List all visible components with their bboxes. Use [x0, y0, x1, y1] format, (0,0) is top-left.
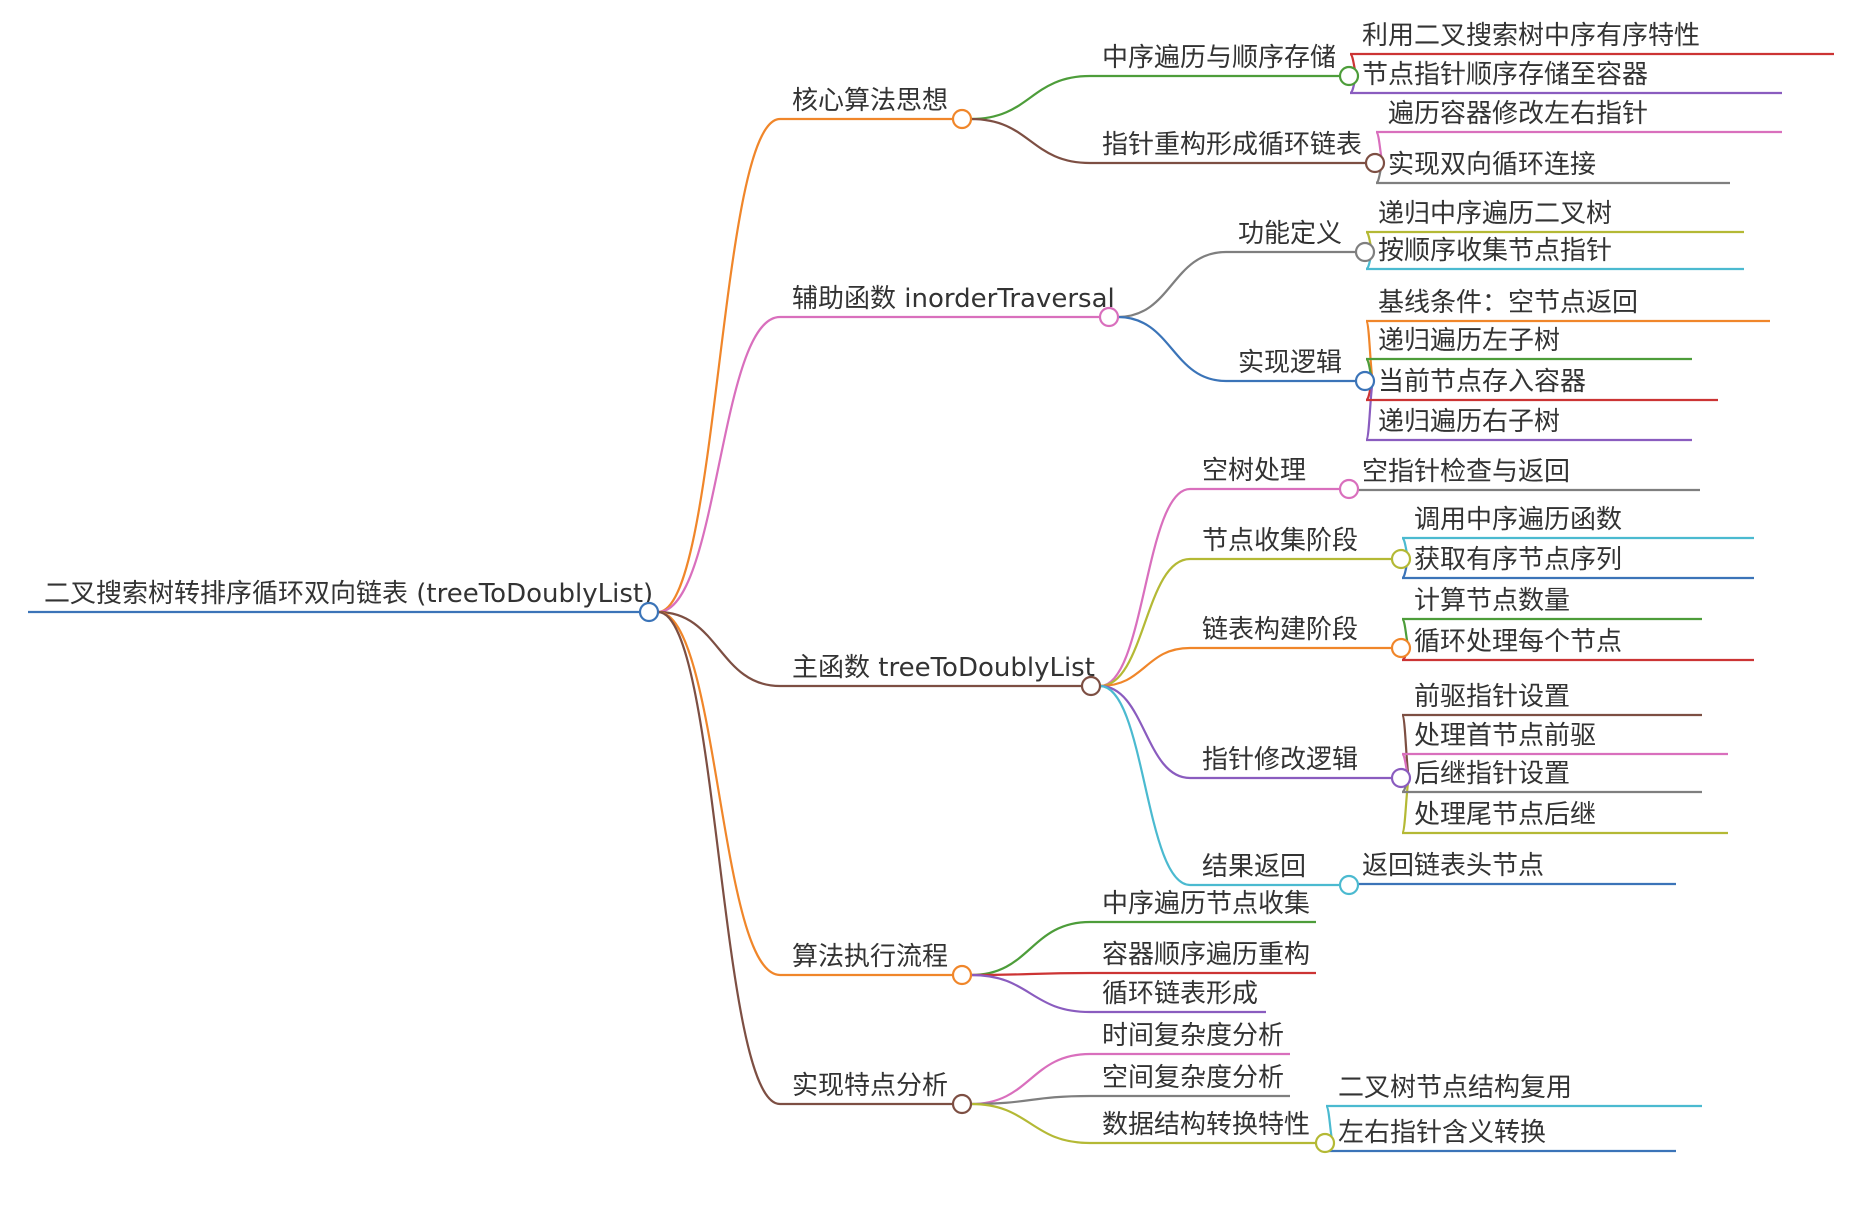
- leaf-2-2-3-label: 当前节点存入容器: [1378, 367, 1586, 397]
- topic-5-3-label: 数据结构转换特性: [1102, 1110, 1310, 1140]
- branch-connector: [970, 971, 1091, 977]
- topic-2-1-collapse-toggle[interactable]: [1354, 241, 1376, 263]
- topic-2-2-label: 实现逻辑: [1238, 348, 1342, 378]
- topic-5-2-label: 空间复杂度分析: [1102, 1063, 1284, 1093]
- leaf-1-2-2-label: 实现双向循环连接: [1388, 150, 1596, 180]
- branch-connector: [657, 117, 781, 614]
- branch-2-collapse-toggle[interactable]: [1098, 306, 1120, 328]
- leaf-2-2-1-label: 基线条件：空节点返回: [1378, 288, 1638, 318]
- branch-connector: [657, 610, 781, 1106]
- leaf-1-1-1-label: 利用二叉搜索树中序有序特性: [1362, 21, 1700, 51]
- branch-3-collapse-toggle[interactable]: [1080, 675, 1102, 697]
- branch-3-label: 主函数 treeToDoublyList: [792, 653, 1095, 683]
- leaf-3-2-1-label: 调用中序遍历函数: [1414, 505, 1622, 535]
- leaf-1-1-2-label: 节点指针顺序存储至容器: [1362, 60, 1648, 90]
- leaf-3-2-2-label: 获取有序节点序列: [1414, 545, 1622, 575]
- topic-1-2-label: 指针重构形成循环链表: [1102, 130, 1362, 160]
- branch-connector: [970, 1094, 1091, 1106]
- topic-3-1-collapse-toggle[interactable]: [1338, 478, 1360, 500]
- leaf-2-2-2-label: 递归遍历左子树: [1378, 326, 1560, 356]
- topic-2-1-label: 功能定义: [1238, 219, 1342, 249]
- mindmap-edges: [657, 52, 1412, 1153]
- topic-4-1-label: 中序遍历节点收集: [1102, 889, 1310, 919]
- branch-connector: [970, 1102, 1091, 1145]
- leaf-3-4-4-label: 处理尾节点后继: [1414, 800, 1596, 830]
- topic-2-2-collapse-toggle[interactable]: [1354, 370, 1376, 392]
- leaf-3-4-1-label: 前驱指针设置: [1414, 682, 1570, 712]
- leaf-3-3-1-label: 计算节点数量: [1414, 586, 1570, 616]
- branch-connector: [1099, 684, 1191, 887]
- leaf-2-1-1-label: 递归中序遍历二叉树: [1378, 199, 1612, 229]
- topic-3-5-label: 结果返回: [1202, 852, 1306, 882]
- mindmap-underlines: [28, 52, 1834, 1153]
- leaf-3-3-2-label: 循环处理每个节点: [1414, 627, 1622, 657]
- branch-5-label: 实现特点分析: [792, 1071, 948, 1101]
- branch-connector: [970, 920, 1091, 977]
- branch-4-label: 算法执行流程: [792, 942, 948, 972]
- branch-connector: [657, 315, 781, 614]
- leaf-3-4-3-label: 后继指针设置: [1414, 759, 1570, 789]
- topic-3-3-label: 链表构建阶段: [1202, 615, 1358, 645]
- topic-3-4-label: 指针修改逻辑: [1202, 745, 1358, 775]
- root-node-collapse-toggle[interactable]: [638, 601, 660, 623]
- topic-3-4-collapse-toggle[interactable]: [1390, 767, 1412, 789]
- topic-3-3-collapse-toggle[interactable]: [1390, 637, 1412, 659]
- topic-3-2-collapse-toggle[interactable]: [1390, 548, 1412, 570]
- leaf-2-2-4-label: 递归遍历右子树: [1378, 407, 1560, 437]
- leaf-5-3-1-label: 二叉树节点结构复用: [1338, 1073, 1572, 1103]
- topic-1-2-collapse-toggle[interactable]: [1364, 152, 1386, 174]
- topic-5-3-collapse-toggle[interactable]: [1314, 1132, 1336, 1154]
- branch-connector: [970, 117, 1091, 165]
- branch-connector: [970, 74, 1091, 121]
- topic-3-5-collapse-toggle[interactable]: [1338, 874, 1360, 896]
- branch-connector: [657, 610, 781, 688]
- topic-5-1-label: 时间复杂度分析: [1102, 1021, 1284, 1051]
- topic-1-1-label: 中序遍历与顺序存储: [1102, 43, 1336, 73]
- mindmap-labels: 二叉搜索树转排序循环双向链表 (treeToDoublyList)核心算法思想中…: [44, 21, 1700, 1148]
- branch-connector: [1117, 250, 1227, 319]
- mindmap-toggles: [638, 65, 1412, 1154]
- topic-3-1-label: 空树处理: [1202, 456, 1306, 486]
- leaf-2-1-2-label: 按顺序收集节点指针: [1378, 236, 1612, 266]
- branch-connector: [1099, 557, 1191, 688]
- leaf-1-2-1-label: 遍历容器修改左右指针: [1388, 99, 1648, 129]
- branch-connector: [970, 973, 1091, 1014]
- root-node-label: 二叉搜索树转排序循环双向链表 (treeToDoublyList): [44, 579, 653, 609]
- branch-connector: [657, 610, 781, 977]
- branch-5-collapse-toggle[interactable]: [951, 1093, 973, 1115]
- topic-1-1-collapse-toggle[interactable]: [1338, 65, 1360, 87]
- branch-connector: [970, 1052, 1091, 1106]
- leaf-3-1-1-label: 空指针检查与返回: [1362, 457, 1570, 487]
- branch-4-collapse-toggle[interactable]: [951, 964, 973, 986]
- leaf-3-5-1-label: 返回链表头节点: [1362, 851, 1544, 881]
- branch-connector: [1099, 487, 1191, 688]
- branch-1-label: 核心算法思想: [792, 86, 948, 116]
- branch-connector: [1099, 646, 1191, 688]
- branch-connector: [1099, 684, 1191, 780]
- leaf-5-3-2-label: 左右指针含义转换: [1338, 1118, 1546, 1148]
- branch-2-label: 辅助函数 inorderTraversal: [792, 284, 1115, 314]
- topic-4-3-label: 循环链表形成: [1102, 979, 1258, 1009]
- topic-4-2-label: 容器顺序遍历重构: [1102, 940, 1310, 970]
- branch-1-collapse-toggle[interactable]: [951, 108, 973, 130]
- leaf-3-4-2-label: 处理首节点前驱: [1414, 721, 1596, 751]
- branch-connector: [1117, 315, 1227, 383]
- topic-3-2-label: 节点收集阶段: [1202, 526, 1358, 556]
